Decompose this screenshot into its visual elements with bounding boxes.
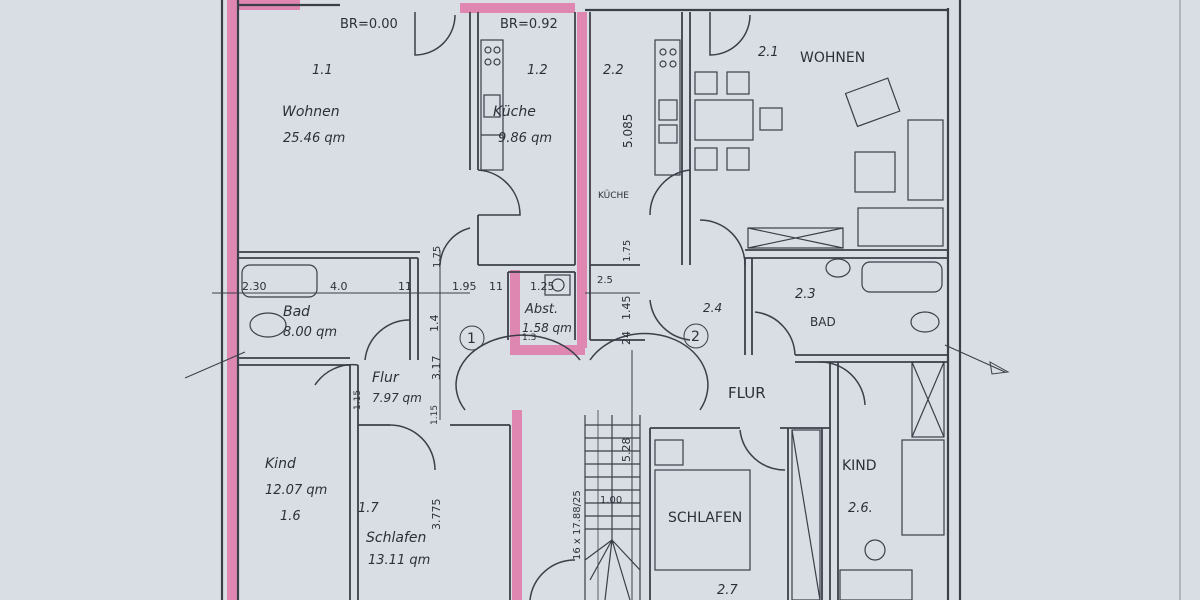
dim-11a: 11 <box>398 280 412 293</box>
dim-528: 5.28 <box>620 438 633 463</box>
dim-13: 1.3 <box>522 333 536 343</box>
dimension-labels: 2.30 4.0 11 1.95 11 1.25 2.5 1.45 24 1.7… <box>242 114 635 560</box>
wohnen-2-name: WOHNEN <box>800 50 865 66</box>
abst-1-name: Abst. <box>524 302 558 317</box>
bad-2-name: BAD <box>810 315 836 329</box>
dim-115a: 1.15 <box>353 390 363 410</box>
dim-317: 3.17 <box>430 356 443 381</box>
kind-2-furniture <box>839 361 945 600</box>
wohnen-1-note: BR=0.00 <box>340 17 398 32</box>
apartment-2-labels: 2.1 WOHNEN 2.2 KÜCHE 2.3 BAD 2.4 FLUR KI… <box>598 45 877 598</box>
apartment-1-number: 1 <box>467 331 476 347</box>
kueche-1-area: 9.86 qm <box>498 131 552 146</box>
dim-125: 1.25 <box>530 280 555 293</box>
schlafen-1-name: Schlafen <box>366 530 426 546</box>
schlafen-2-furniture <box>654 429 821 600</box>
dim-40: 4.0 <box>330 280 348 293</box>
schlafen-2-name: SCHLAFEN <box>668 510 742 526</box>
abst-1-area: 1.58 qm <box>522 321 572 335</box>
wohnen-1-area: 25.46 qm <box>283 131 345 146</box>
kitchen-2-fixtures <box>654 39 681 176</box>
apartment-2-number: 2 <box>691 329 700 345</box>
dim-195: 1.95 <box>452 280 477 293</box>
schlafen-1-code: 1.7 <box>358 501 379 516</box>
dim-115b: 1.15 <box>430 405 440 425</box>
outer-walls <box>220 0 962 600</box>
flur-1-area: 7.97 qm <box>372 391 422 405</box>
dim-100: 1.00 <box>600 495 622 506</box>
living-2-furniture <box>694 71 944 249</box>
dim-175b: 1.75 <box>622 240 633 262</box>
kind-1-name: Kind <box>265 456 296 472</box>
dimension-lines <box>184 250 1010 600</box>
kind-2-name: KIND <box>842 458 877 474</box>
staircase <box>584 410 641 600</box>
bad-2-code: 2.3 <box>795 287 816 302</box>
dim-230: 2.30 <box>242 280 267 293</box>
bad-1-area: 8.00 qm <box>283 325 337 340</box>
door-swings <box>314 12 866 600</box>
kueche-1-code: 1.2 <box>527 63 548 78</box>
flur-2-name: FLUR <box>728 384 766 402</box>
bath-fixtures <box>241 258 943 338</box>
dim-24: 24 <box>620 331 633 345</box>
kueche-2-code: 2.2 <box>603 63 624 78</box>
kueche-2-name: KÜCHE <box>598 190 629 201</box>
bad-1-name: Bad <box>283 304 310 320</box>
wohnen-1-code: 1.1 <box>312 63 333 78</box>
dim-25: 2.5 <box>597 275 613 286</box>
kind-1-area: 12.07 qm <box>265 483 327 498</box>
dim-3775: 3.775 <box>430 499 443 531</box>
dim-11b: 11 <box>489 280 503 293</box>
flur-1-name: Flur <box>372 370 400 386</box>
kind-1-code: 1.6 <box>280 509 301 524</box>
kitchen-1-fixtures <box>480 39 504 171</box>
flur-2-code: 2.4 <box>703 301 722 315</box>
apartment-1-labels: BR=0.00 1.1 Wohnen 25.46 qm BR=0.92 1.2 … <box>265 17 572 568</box>
dim-175a: 1.75 <box>432 246 443 268</box>
dim-5085: 5.085 <box>621 114 635 148</box>
kind-2-code: 2.6. <box>848 501 873 516</box>
dim-stair: 16 x 17.88/25 <box>572 490 583 560</box>
dim-145: 1.45 <box>620 296 633 321</box>
kueche-1-note: BR=0.92 <box>500 17 558 32</box>
schlafen-2-code: 2.7 <box>717 583 738 598</box>
dim-14: 1.4 <box>428 315 441 333</box>
wohnen-2-code: 2.1 <box>758 45 779 60</box>
kueche-1-name: Küche <box>493 104 536 120</box>
wohnen-1-name: Wohnen <box>282 104 340 120</box>
schlafen-1-area: 13.11 qm <box>368 553 430 568</box>
